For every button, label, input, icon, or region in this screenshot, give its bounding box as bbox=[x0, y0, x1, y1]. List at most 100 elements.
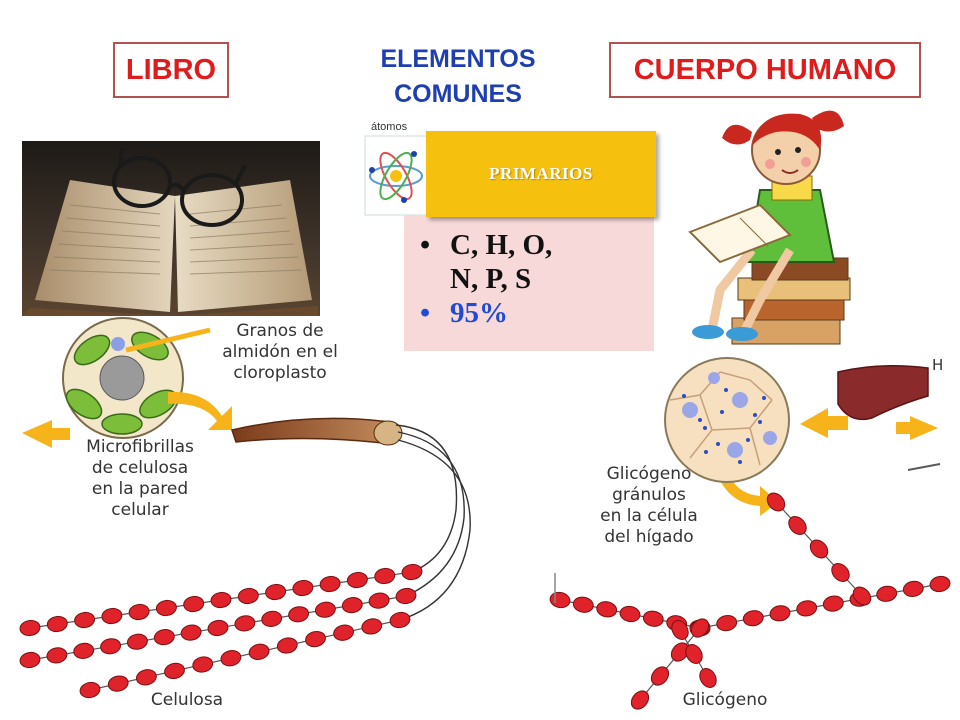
glycogen-right-bead bbox=[822, 595, 844, 612]
orange-arrows bbox=[22, 391, 938, 516]
cellulose-strand-3-bead bbox=[248, 643, 270, 660]
glycogen-right-bead bbox=[716, 615, 738, 632]
glycogen-branch-down-bead bbox=[630, 690, 650, 710]
microfibrillas-label: Microfibrillas de celulosa en la pared c… bbox=[60, 437, 220, 521]
cellulose-strand-3-bead bbox=[305, 630, 326, 648]
cellulose-strand-3-bead bbox=[164, 662, 185, 680]
cellulose-strand-2-bead bbox=[368, 592, 390, 609]
edge-letter: H bbox=[932, 356, 944, 374]
glycogen-branch-up-bead bbox=[788, 516, 807, 535]
primarios-item-1: •C, H, O, bbox=[420, 229, 553, 261]
liver-illustration bbox=[837, 365, 941, 471]
cellulose-fiber bbox=[231, 417, 471, 621]
cellulose-strand-3-bead bbox=[220, 650, 242, 667]
cellulose-strand-1-bead bbox=[101, 607, 123, 625]
glico-line-2: gránulos bbox=[612, 485, 686, 505]
glycogen-branch-down-link bbox=[639, 627, 701, 701]
glico-line-3: en la célula bbox=[600, 506, 698, 526]
primarios-list: •C, H, O, N, P, S •95% bbox=[420, 228, 650, 330]
cellulose-strand-1-bead bbox=[265, 583, 287, 601]
cellulose-strand-2-bead bbox=[234, 615, 256, 632]
glycogen-main-bead bbox=[642, 610, 664, 627]
granos-line-2: almidón en el bbox=[222, 342, 338, 362]
glycogen-main-bead bbox=[596, 601, 618, 618]
glycogen-branch-small-bead bbox=[699, 668, 717, 688]
granos-line-1: Granos de bbox=[236, 321, 324, 341]
cellulose-strand-2-bead bbox=[126, 633, 148, 650]
cellulose-strand-1-bead bbox=[210, 591, 232, 609]
glycogen-right-link bbox=[699, 583, 941, 629]
glycogen-right-bead bbox=[902, 580, 924, 597]
glycogen-branch-up-bead bbox=[766, 492, 786, 512]
cellulose-strand-2-bead bbox=[180, 624, 202, 641]
arrow-liver-to-cell bbox=[800, 408, 848, 438]
glicogeno-label: Glicógeno bbox=[682, 690, 768, 710]
cellulose-strand-2-bead bbox=[207, 619, 229, 637]
glycogen-main-bead bbox=[619, 605, 641, 623]
arrow-cell-to-glycogen bbox=[718, 472, 778, 516]
micro-line-1: Microfibrillas bbox=[86, 437, 194, 457]
primarios-header: PRIMARIOS bbox=[426, 131, 656, 217]
elementos-comunes-title: ELEMENTOS COMUNES bbox=[348, 42, 568, 112]
cellulose-strand-1-bead bbox=[237, 587, 259, 605]
cellulose-strand-3-bead bbox=[276, 637, 298, 654]
primarios-line-2: N, P, S bbox=[450, 263, 532, 295]
atomos-label: átomos bbox=[371, 121, 408, 133]
cellulose-strand-3-bead bbox=[389, 611, 411, 629]
cellulose-strand-1-bead bbox=[155, 599, 177, 617]
glicogeno-granulos-label: Glicógeno gránulos en la célula del híga… bbox=[574, 464, 724, 548]
glycogen-branch-down-bead bbox=[690, 618, 710, 638]
cellulose-strand-2-bead bbox=[261, 610, 283, 627]
cellulose-strand-1-bead bbox=[401, 563, 423, 581]
primarios-item-2: •95% bbox=[420, 297, 508, 329]
celulosa-label: Celulosa bbox=[150, 690, 224, 710]
granos-almidon-label: Granos de almidón en el cloroplasto bbox=[200, 321, 360, 384]
cellulose-strand-2-bead bbox=[100, 638, 122, 655]
arrow-right-liver bbox=[896, 416, 938, 440]
primarios-panel bbox=[404, 215, 654, 351]
glycogen-branch-small-bead bbox=[671, 620, 689, 640]
liver-cell-diagram bbox=[664, 357, 790, 483]
cuerpo-humano-title: CUERPO HUMANO bbox=[609, 42, 921, 98]
primarios-line-1: C, H, O, bbox=[450, 229, 553, 261]
plant-cell-diagram bbox=[62, 317, 211, 439]
arrow-to-fiber bbox=[168, 391, 232, 430]
cellulose-strand-2-bead bbox=[395, 587, 417, 605]
glycogen-right-bead bbox=[876, 585, 898, 602]
cellulose-strand-2-bead bbox=[288, 606, 310, 623]
cellulose-strand-2-bead bbox=[73, 642, 95, 659]
glycogen-branch-up-bead bbox=[852, 586, 872, 606]
cellulose-strand-1-bead bbox=[128, 603, 150, 621]
title-line-1: ELEMENTOS bbox=[380, 45, 536, 73]
cellulose-strand-2-bead bbox=[341, 597, 363, 614]
cellulose-strand-3-bead bbox=[107, 675, 129, 692]
glycogen-branch-down-bead bbox=[650, 666, 670, 686]
cellulose-strand-3-bead bbox=[79, 681, 101, 699]
open-book-photo bbox=[22, 141, 320, 316]
cellulose-strand-1-bead bbox=[74, 611, 96, 629]
granos-line-3: cloroplasto bbox=[233, 363, 327, 383]
micro-line-4: celular bbox=[111, 500, 169, 520]
glycogen-right-bead bbox=[929, 575, 951, 593]
cellulose-strand-1-bead bbox=[19, 619, 41, 637]
cellulose-strand-2-bead bbox=[46, 647, 68, 664]
glico-line-1: Glicógeno bbox=[606, 464, 692, 484]
glycogen-branch-up-bead bbox=[809, 539, 829, 559]
cellulose-strand-1-bead bbox=[46, 615, 68, 633]
glycogen-branch-small-bead bbox=[685, 644, 703, 664]
cellulose-strand-2-bead bbox=[19, 651, 41, 669]
glycogen-main-bead bbox=[549, 591, 571, 609]
cellulose-strand-1-bead bbox=[183, 595, 205, 613]
cellulose-strand-3-bead bbox=[136, 669, 157, 686]
cellulose-strand-2-bead bbox=[153, 629, 175, 646]
bead-chains bbox=[19, 492, 951, 710]
glycogen-main-bead bbox=[572, 596, 594, 613]
cellulose-strand-3-bead bbox=[361, 618, 383, 635]
cellulose-strand-1-bead bbox=[374, 567, 396, 585]
micro-line-3: en la pared bbox=[91, 479, 189, 499]
cellulose-strand-1-bead bbox=[346, 571, 368, 589]
glasses-icon bbox=[112, 147, 247, 227]
primarios-percent: 95% bbox=[450, 297, 508, 329]
cellulose-strand-1-bead bbox=[292, 579, 314, 597]
